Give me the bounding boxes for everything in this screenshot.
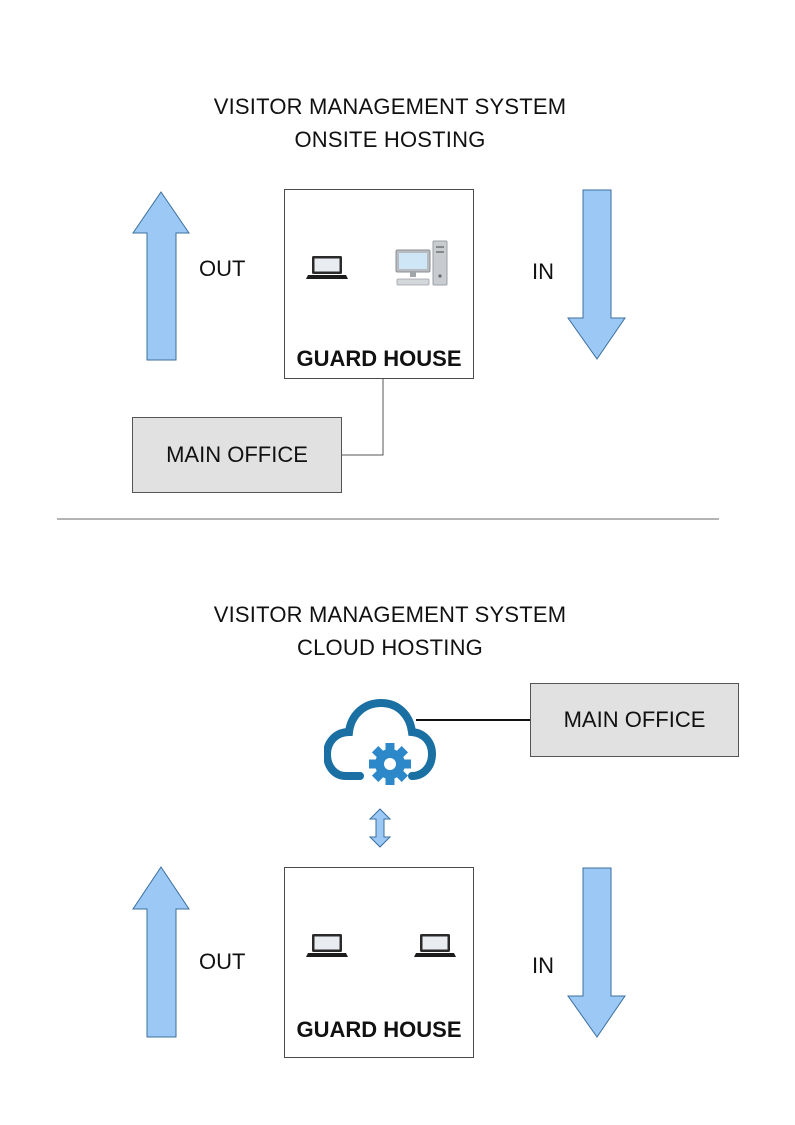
laptop-icon [306,934,348,957]
in-arrow-cloud [567,867,626,1038]
guard-house-onsite: GUARD HOUSE [284,189,474,379]
main-office-label-onsite: MAIN OFFICE [166,442,308,467]
onsite-title-line2: ONSITE HOSTING [294,127,486,152]
double-arrow-icon [368,808,392,848]
out-arrow-cloud [132,866,190,1038]
guard-house-label-onsite: GUARD HOUSE [296,346,462,371]
desktop-computer-icon [395,240,448,286]
gear-icon [369,743,411,785]
onsite-title: VISITOR MANAGEMENT SYSTEM ONSITE HOSTING [0,90,780,156]
cloud-gear-icon [324,698,436,785]
cloud-title-line2: CLOUD HOSTING [297,635,483,660]
laptop-icon [306,256,348,279]
guard-house-label-cloud: GUARD HOUSE [296,1017,462,1042]
onsite-title-line1: VISITOR MANAGEMENT SYSTEM [213,94,567,119]
out-arrow-onsite [132,191,190,361]
cloud-title: VISITOR MANAGEMENT SYSTEM CLOUD HOSTING [0,598,780,664]
in-arrow-onsite [567,189,626,360]
onsite-connector-line [342,379,384,456]
main-office-label-cloud: MAIN OFFICE [563,707,706,732]
main-office-onsite: MAIN OFFICE [132,417,342,493]
main-office-cloud: MAIN OFFICE [530,683,739,757]
in-label-onsite: IN [532,259,554,284]
guard-house-cloud: GUARD HOUSE [284,867,474,1058]
out-label-onsite: OUT [199,256,246,281]
laptop-icon [414,934,456,957]
cloud-title-line1: VISITOR MANAGEMENT SYSTEM [213,602,567,627]
in-label-cloud: IN [532,953,554,978]
out-label-cloud: OUT [199,949,246,974]
